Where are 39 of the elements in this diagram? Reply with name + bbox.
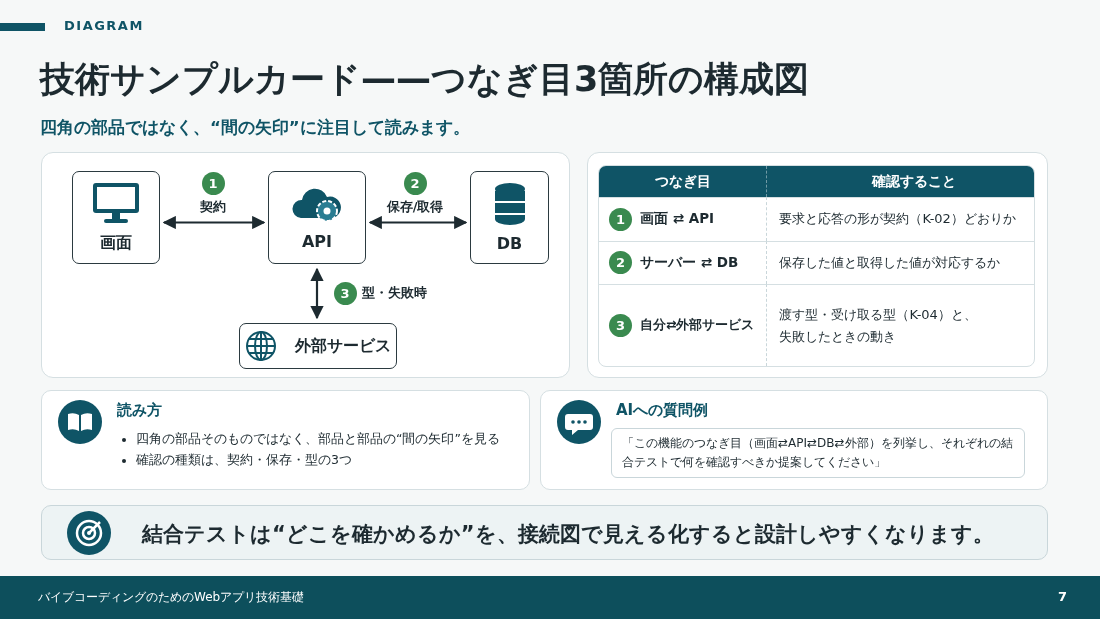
bullet-item: 確認の種類は、契約・保存・型の3つ <box>136 452 352 469</box>
info-card <box>41 390 530 490</box>
prompt-box: 「この機能のつなぎ目（画面⇄API⇄DB⇄外部）を列挙し、それぞれの結合テストで何を確認すべきか提案してください」 <box>611 428 1025 478</box>
bullet-item: 四角の部品そのものではなく、部品と部品の“間の矢印”を見る <box>136 431 500 448</box>
node-label: API <box>301 232 333 251</box>
table-cell: 自分⇄外部サービス <box>640 317 755 335</box>
component-box <box>72 171 160 264</box>
footer-text: バイブコーディングのためのWebアプリ技術基礎 <box>38 589 305 606</box>
number-badge: 2 <box>609 251 632 275</box>
node-label: 外部サービス <box>295 335 391 357</box>
subtitle: 四角の部品ではなく、“間の矢印”に注目して読みます。 <box>40 117 470 139</box>
double-arrow <box>162 215 266 230</box>
component-box <box>470 171 549 264</box>
section-tag: DIAGRAM <box>64 18 144 33</box>
double-arrow <box>310 267 324 320</box>
table-header-cell: つなぎ目 <box>599 166 768 197</box>
edge-label: 契約 <box>198 198 228 216</box>
info-card <box>540 390 1048 490</box>
table-cell-text: 渡す型・受け取る型（K-04）と、失敗したときの動き <box>779 305 978 346</box>
number-badge: 1 <box>609 207 632 231</box>
summary-banner <box>41 505 1048 560</box>
table-cell: 画面 ⇄ API <box>640 210 715 229</box>
table-cell-text: 保存した値と取得した値が対応するか <box>779 253 1002 272</box>
table-header-cell: 確認すること <box>767 166 1034 197</box>
page-number: 7 <box>1058 589 1068 604</box>
banner-text: 結合テストは“どこを確かめるか”を、接続図で見える化すると設計しやすくなります。 <box>142 521 994 548</box>
edge-label: 保存/取得 <box>384 198 446 216</box>
edge-label: 型・失敗時 <box>360 284 429 302</box>
table-cell-text: 要求と応答の形が契約（K-02）どおりか <box>779 210 1017 229</box>
card-heading: AIへの質問例 <box>616 401 709 420</box>
card-heading: 読み方 <box>117 401 162 420</box>
slide-title: 技術サンプルカード——つなぎ目3箇所の構成図 <box>40 58 810 101</box>
component-box <box>239 323 397 369</box>
node-label: 画面 <box>100 233 132 254</box>
table-cell: サーバー ⇄ DB <box>640 253 739 272</box>
number-badge: 3 <box>609 314 632 338</box>
component-box <box>268 171 366 264</box>
double-arrow <box>368 215 468 230</box>
node-label: DB <box>496 234 523 253</box>
